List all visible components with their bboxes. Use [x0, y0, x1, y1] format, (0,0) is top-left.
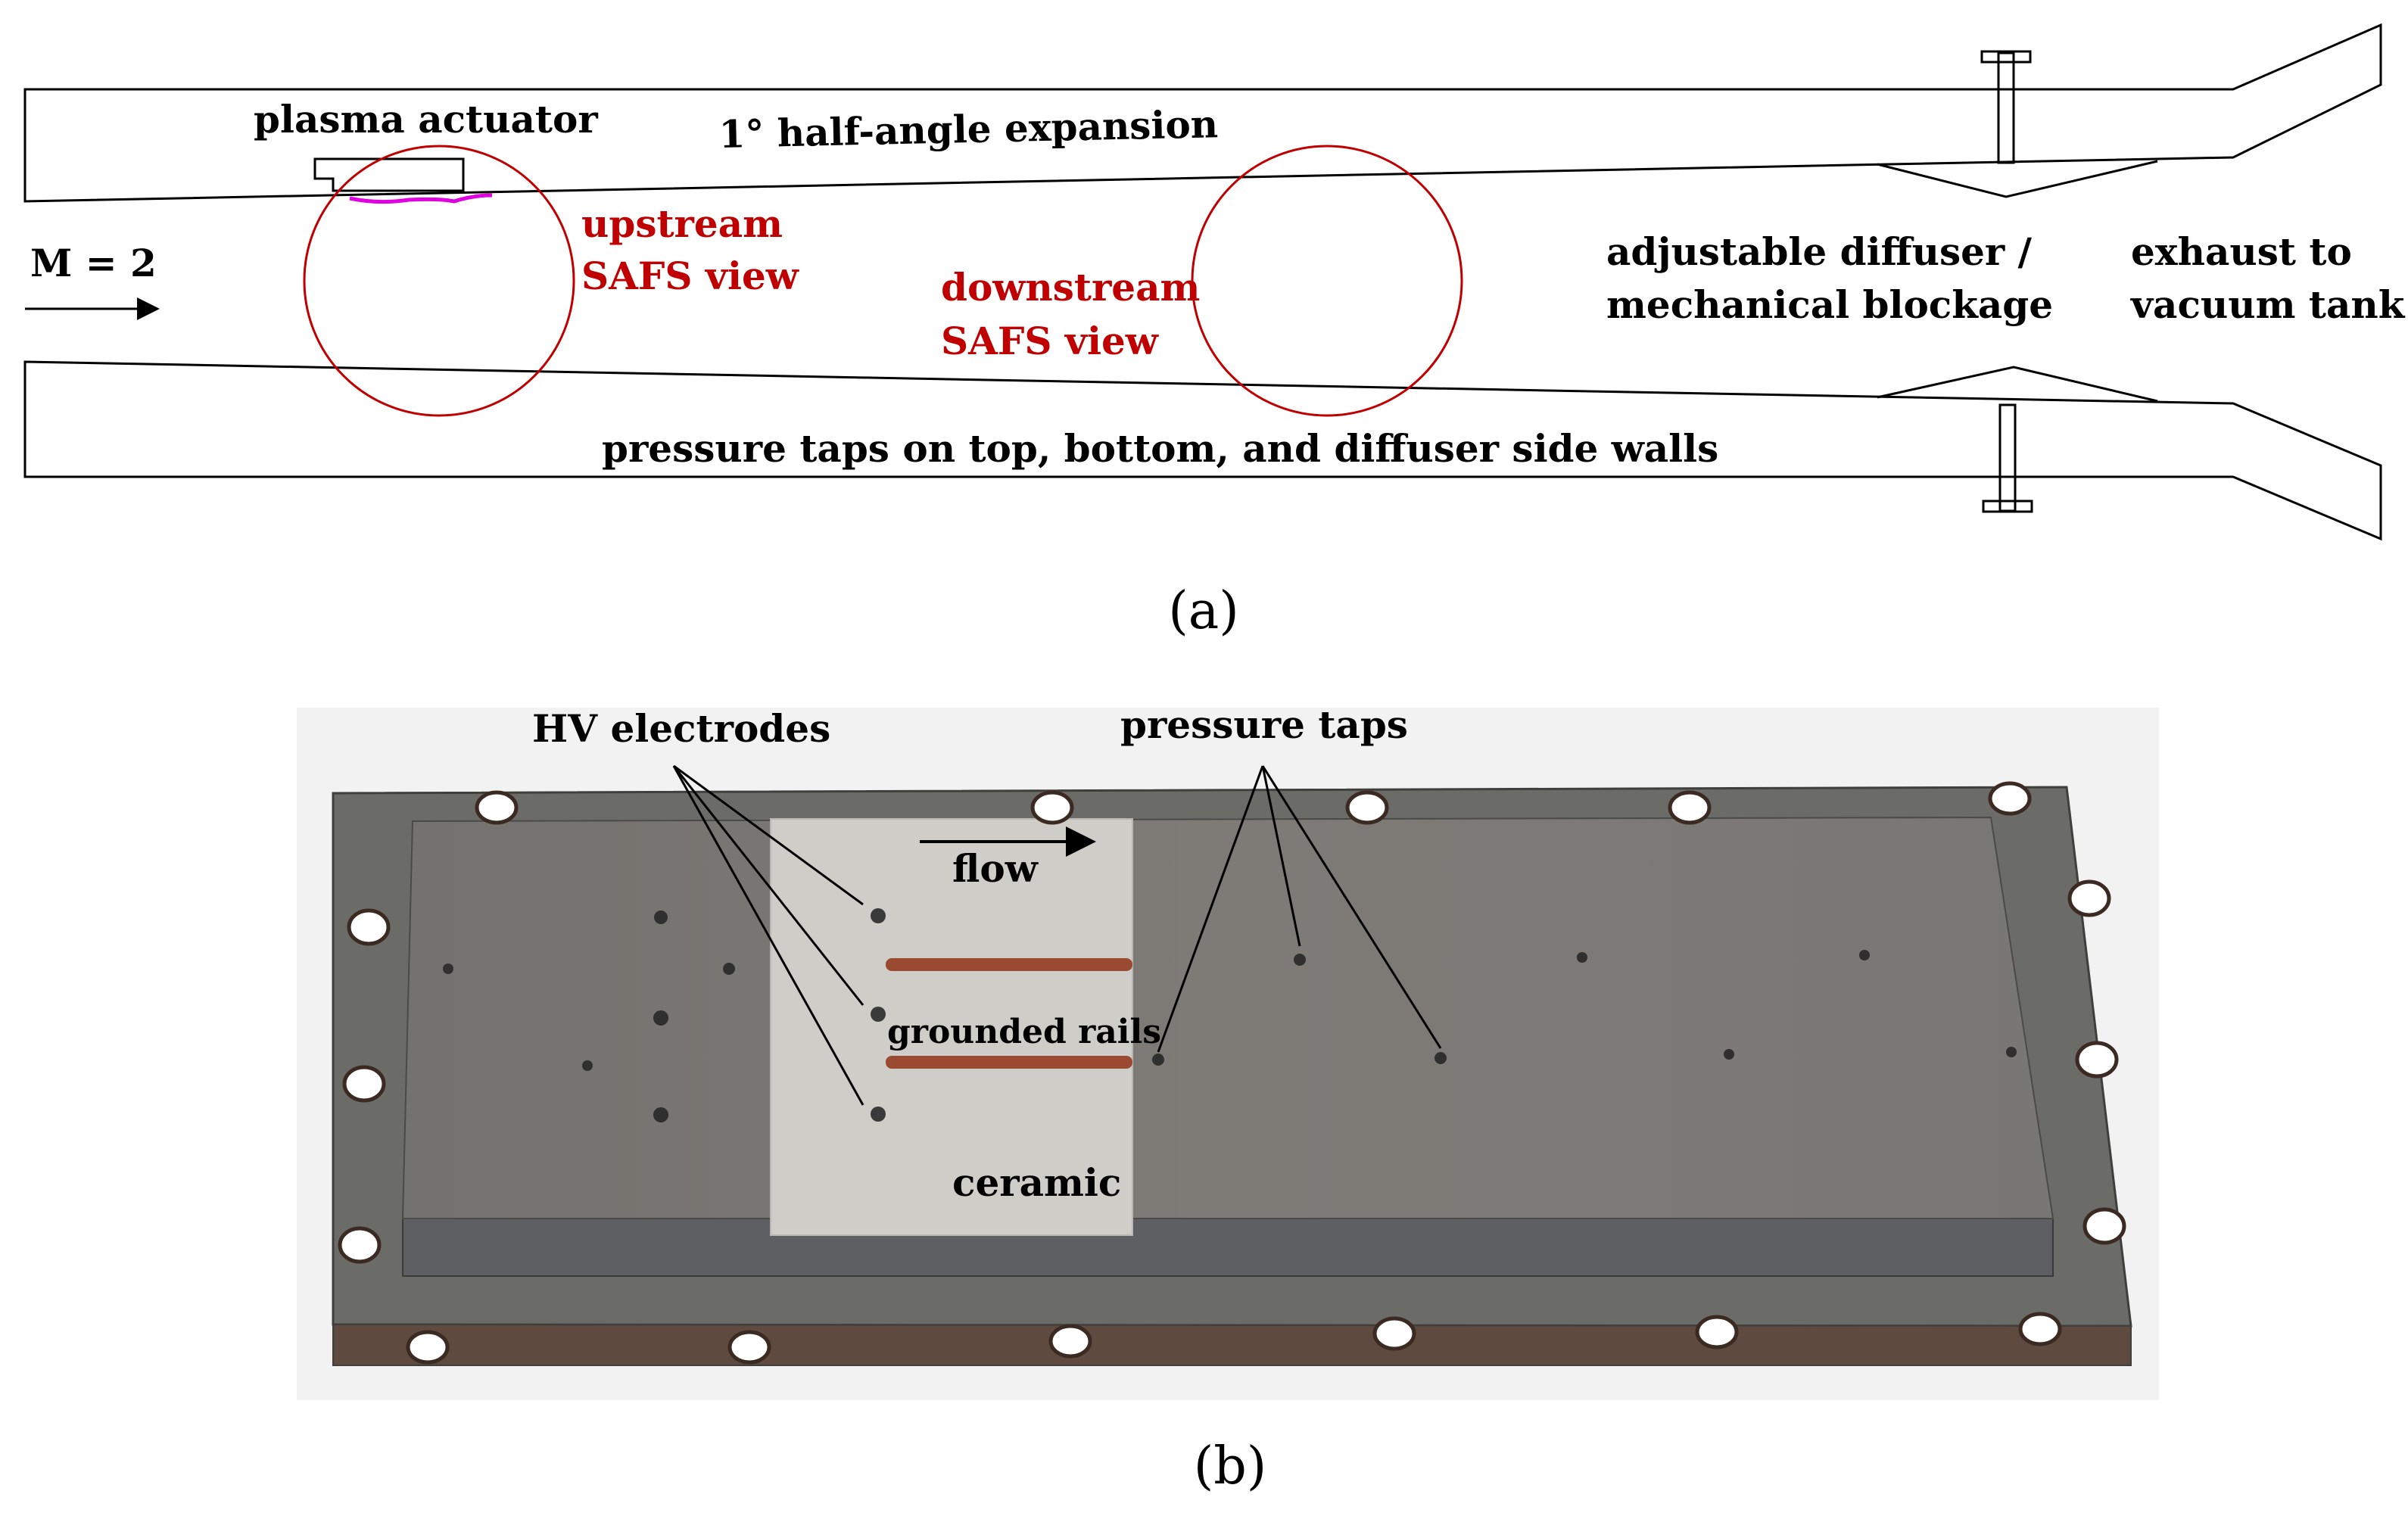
plasma-discharge	[349, 193, 493, 204]
downstream-label-line2: SAFS view	[941, 319, 1160, 363]
hv-electrode-leaders	[672, 764, 864, 1106]
insert-front-face	[402, 1218, 2054, 1277]
insert-top-face	[401, 816, 2054, 1219]
exhaust-label-line2: vacuum tank	[2130, 282, 2406, 327]
tunnel-top-wall	[23, 23, 2382, 203]
hv-electrodes	[871, 908, 886, 1122]
hv-electrodes-label: HV electrodes	[532, 706, 830, 751]
downstream-view-circle	[1191, 145, 1463, 417]
panel-b-actuator-model: HV electrodes pressure taps flow grounde…	[297, 702, 2159, 1496]
tunnel-bottom-wall	[23, 360, 2382, 541]
bolt-holes	[338, 781, 2126, 1365]
pressure-taps-label: pressure taps on top, bottom, and diffus…	[602, 426, 1718, 471]
ceramic-label: ceramic	[952, 1160, 1121, 1205]
upstream-label-line2: SAFS view	[581, 254, 800, 298]
ceramic-section	[770, 818, 1133, 1236]
plasma-actuator-block	[313, 157, 465, 192]
diffuser-label-line2: mechanical blockage	[1606, 282, 2053, 327]
panel-a-wind-tunnel-schematic: plasma actuator 1° half-angle expansion …	[23, 23, 2406, 641]
pressure-tap-leaders	[1157, 765, 1442, 1053]
plasma-actuator-label: plasma actuator	[254, 97, 598, 142]
pressure-taps-b-label: pressure taps	[1120, 702, 1408, 747]
panel-a-caption: (a)	[1168, 581, 1239, 641]
upstream-label-line1: upstream	[581, 201, 783, 246]
exhaust-label-line1: exhaust to	[2131, 229, 2352, 274]
downstream-label-line1: downstream	[941, 265, 1200, 310]
diffuser-label-line1: adjustable diffuser /	[1606, 229, 2033, 274]
diffuser-top	[1877, 50, 2158, 198]
grounded-rails-label: grounded rails	[887, 1013, 1161, 1051]
mounting-plate-edge	[332, 1323, 2132, 1366]
grounded-rail-lower	[886, 1056, 1132, 1069]
mach-label: M = 2	[30, 241, 157, 285]
upstream-view-circle	[303, 145, 575, 417]
insert-pressure-taps	[443, 910, 2017, 1122]
flow-label: flow	[952, 846, 1039, 891]
grounded-rail-upper	[886, 958, 1132, 971]
panel-b-caption: (b)	[1194, 1437, 1267, 1496]
diffuser-bottom	[1877, 366, 2158, 513]
expansion-label: 1° half-angle expansion	[718, 101, 1219, 157]
